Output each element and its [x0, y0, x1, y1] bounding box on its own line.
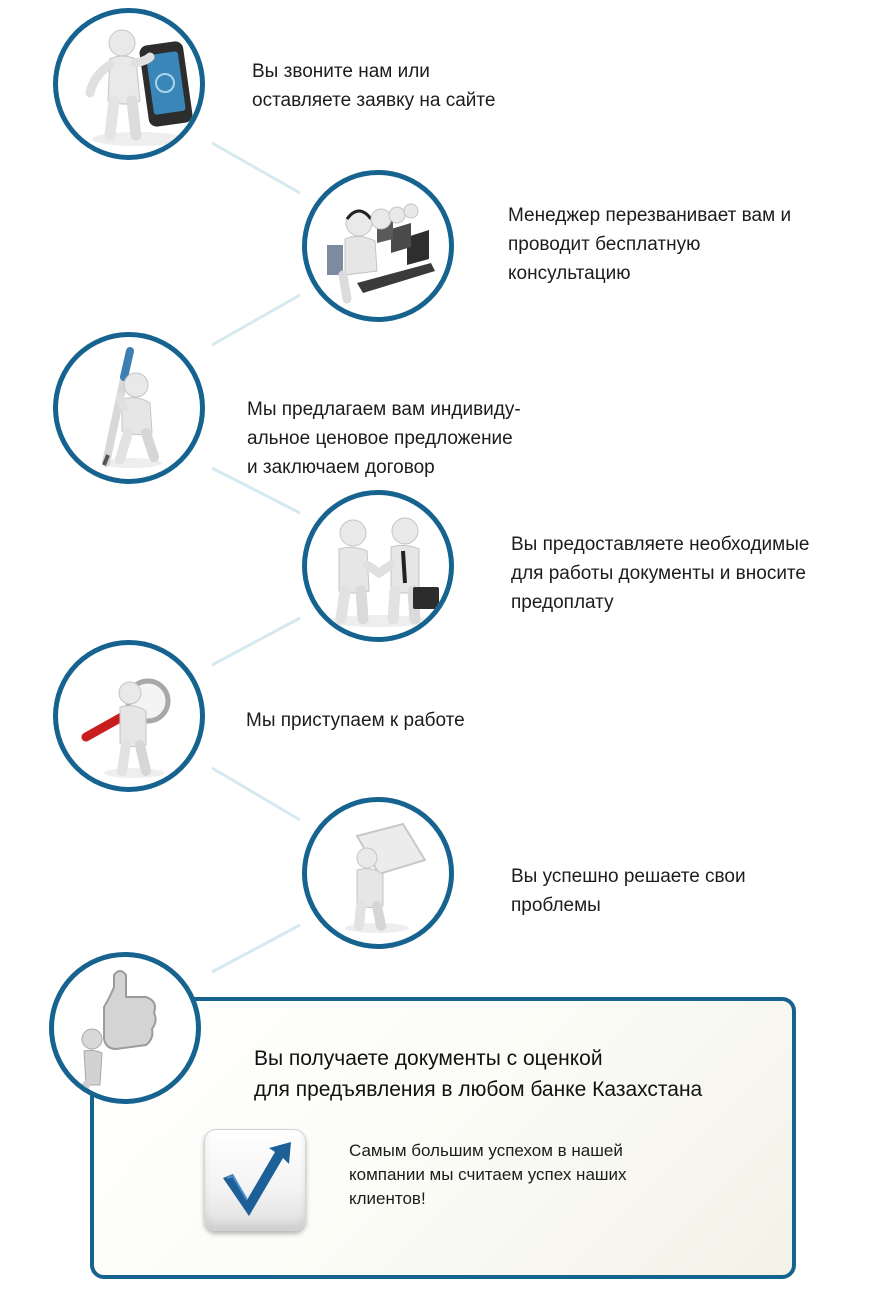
step-4-circle	[302, 490, 454, 642]
step-3-text: Мы предлагаем вам индивиду- альное ценов…	[247, 395, 521, 482]
final-note-line-2: компании мы считаем успех наших	[349, 1165, 627, 1184]
step-3-line-1: Мы предлагаем вам индивиду-	[247, 399, 521, 420]
step-1-line-2: оставляете заявку на сайте	[252, 90, 496, 111]
step-1-circle	[53, 8, 205, 160]
step-4-text: Вы предоставляете необходимые для работы…	[511, 530, 809, 617]
step-1-text: Вы звоните нам или оставляете заявку на …	[252, 57, 495, 115]
step-2-line-3: консультацию	[508, 263, 631, 284]
final-note-line-3: клиентов!	[349, 1189, 426, 1208]
step-6-text: Вы успешно решаете свои проблемы	[511, 862, 746, 920]
step-6-line-2: проблемы	[511, 895, 601, 916]
final-note: Самым большим успехом в нашей компании м…	[349, 1139, 627, 1211]
step-2-line-1: Менеджер перезванивает вам и	[508, 205, 792, 226]
step-5-text: Мы приступаем к работе	[246, 706, 465, 735]
final-result-box: Вы получаете документы с оценкой для пре…	[90, 997, 796, 1279]
handshake-icon	[327, 517, 439, 627]
magnifier-figure-icon	[81, 678, 171, 778]
final-title-line-2: для предъявления в любом банке Казахстан…	[254, 1078, 703, 1101]
final-note-line-1: Самым большим успехом в нашей	[349, 1141, 623, 1160]
checkmark-tile	[204, 1129, 306, 1231]
step-1-line-1: Вы звоните нам или	[252, 61, 430, 82]
phone-figure-icon	[85, 29, 193, 146]
step-6-circle	[302, 797, 454, 949]
pen-figure-icon	[102, 347, 162, 468]
call-center-icon	[327, 203, 435, 304]
step-5-line-1: Мы приступаем к работе	[246, 710, 465, 731]
step-3-line-3: и заключаем договор	[247, 457, 435, 478]
paper-figure-icon	[345, 822, 427, 933]
step-4-line-3: предоплату	[511, 592, 614, 613]
checkmark-icon	[223, 1142, 291, 1216]
final-title: Вы получаете документы с оценкой для пре…	[254, 1043, 702, 1105]
step-3-circle	[53, 332, 205, 484]
step-2-line-2: проводит бесплатную	[508, 234, 701, 255]
step-6-line-1: Вы успешно решаете свои	[511, 866, 746, 887]
step-5-circle	[53, 640, 205, 792]
final-title-line-1: Вы получаете документы с оценкой	[254, 1047, 603, 1070]
step-2-text: Менеджер перезванивает вам и проводит бе…	[508, 201, 791, 288]
step-4-line-1: Вы предоставляете необходимые	[511, 534, 810, 555]
step-3-line-2: альное ценовое предложение	[247, 428, 513, 449]
step-2-circle	[302, 170, 454, 322]
thumbs-up-figure-icon	[78, 970, 157, 1099]
step-7-circle	[49, 952, 201, 1104]
step-4-line-2: для работы документы и вносите	[511, 563, 806, 584]
